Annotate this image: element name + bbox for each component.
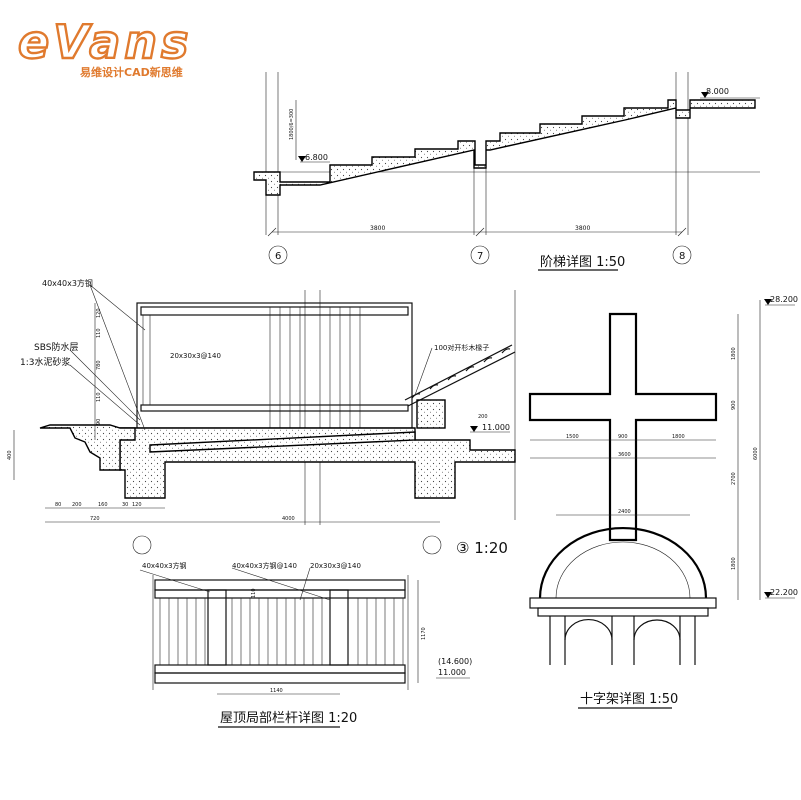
logo-tagline: 易维设计CAD新思维 bbox=[80, 65, 183, 79]
railing-callout-a: 40x40x3方钢 bbox=[142, 561, 187, 570]
stair-elev-mid: 6.800 bbox=[305, 153, 328, 162]
svg-text:7: 7 bbox=[477, 251, 483, 262]
roof-dim-left-1: 120 bbox=[96, 308, 102, 318]
railing-callout-c: 20x30x3@140 bbox=[310, 562, 361, 570]
cross-dim-h-3: 1800 bbox=[672, 434, 685, 440]
railing-dim-span: 1140 bbox=[270, 688, 283, 694]
stair-detail: 8.000 6.800 1800/6=300 3800 3800 6 7 8 阶… bbox=[253, 72, 760, 271]
railing-elev-a: (14.600) bbox=[438, 657, 472, 666]
roof-dim-small: 200 bbox=[478, 414, 488, 420]
cross-dim-h-1: 1500 bbox=[566, 434, 579, 440]
stair-title: 阶梯详图 1:50 bbox=[540, 255, 625, 270]
roof-dim-total: 720 bbox=[90, 516, 100, 522]
axis-bubble-8: 8 bbox=[672, 245, 692, 265]
axis-bubble-7: 7 bbox=[470, 245, 490, 265]
cross-detail: 1800 900 2700 1800 6000 1500 900 1800 36… bbox=[528, 295, 798, 709]
railing-dim-top: 110 bbox=[251, 588, 257, 598]
stair-dim-left: 3800 bbox=[370, 225, 385, 232]
cross-elev-bottom: 22.200 bbox=[770, 588, 798, 597]
roof-dim-left-2: 110 bbox=[96, 328, 102, 338]
cross-dim-dome: 2400 bbox=[618, 509, 631, 515]
railing-balusters bbox=[159, 598, 404, 665]
cross-dim-h-2: 900 bbox=[618, 434, 628, 440]
roof-dim-left-3: 780 bbox=[96, 360, 102, 370]
stair-dim-right: 3800 bbox=[575, 225, 590, 232]
roof-axis-bubble-right bbox=[422, 535, 442, 555]
cross-dim-v-3: 2700 bbox=[731, 472, 737, 485]
cross-dim-total-h: 6000 bbox=[753, 447, 759, 460]
roof-axis-bubble-left bbox=[132, 535, 152, 555]
roof-callout-steel: 40x40x3方钢 bbox=[42, 278, 93, 288]
roof-elev: 11.000 bbox=[482, 423, 510, 432]
roof-callout-sbs: SBS防水层 bbox=[34, 341, 78, 353]
brand-logo: eVans 易维设计CAD新思维 bbox=[17, 14, 192, 79]
roof-dim-bottom-3: 160 bbox=[98, 502, 108, 508]
railing-detail: 40x40x3方钢 40x40x3方钢@140 20x30x3@140 1140… bbox=[139, 561, 472, 728]
roof-dim-bottom-5: 120 bbox=[132, 502, 142, 508]
roof-dim-left-5: 90 bbox=[96, 419, 102, 425]
cross-title: 十字架详图 1:50 bbox=[580, 692, 678, 707]
roof-dim-bottom-1: 80 bbox=[55, 502, 61, 508]
axis-bubble-6: 6 bbox=[268, 245, 288, 265]
roof-dim-left-4: 110 bbox=[96, 392, 102, 402]
railing-callout-b: 40x40x3方钢@140 bbox=[232, 561, 297, 570]
cross-elev-top: 28.200 bbox=[770, 295, 798, 304]
roof-dim-span: 4000 bbox=[282, 516, 295, 522]
roof-scale: ③ 1:20 bbox=[456, 539, 508, 557]
stair-elev-top: 8.000 bbox=[706, 87, 729, 96]
roof-callout-wood: 100对开杉木椽子 bbox=[434, 343, 489, 352]
roof-dim-height: 400 bbox=[7, 450, 13, 460]
svg-text:8: 8 bbox=[679, 251, 685, 262]
railing-dim-h: 1170 bbox=[421, 627, 427, 640]
cross-dim-v-4: 1800 bbox=[731, 557, 737, 570]
svg-text:6: 6 bbox=[275, 251, 281, 262]
roof-dim-bottom-2: 200 bbox=[72, 502, 82, 508]
roof-section-detail: 40x40x3方钢 SBS防水层 1:3水泥砂浆 20x30x3@140 100… bbox=[7, 278, 516, 557]
railing-elev-b: 11.000 bbox=[438, 668, 466, 677]
roof-dim-bottom-4: 30 bbox=[122, 502, 128, 508]
cross-dim-v-1: 1800 bbox=[731, 347, 737, 360]
cross-dim-v-2: 900 bbox=[731, 400, 737, 410]
logo-brand-text: eVans bbox=[18, 15, 192, 69]
roof-callout-rect: 20x30x3@140 bbox=[170, 352, 221, 360]
cross-dim-total-w: 3600 bbox=[618, 452, 631, 458]
stair-riser-note: 1800/6=300 bbox=[289, 109, 295, 140]
railing-title: 屋顶局部栏杆详图 1:20 bbox=[220, 711, 357, 726]
roof-callout-mortar: 1:3水泥砂浆 bbox=[20, 356, 71, 368]
